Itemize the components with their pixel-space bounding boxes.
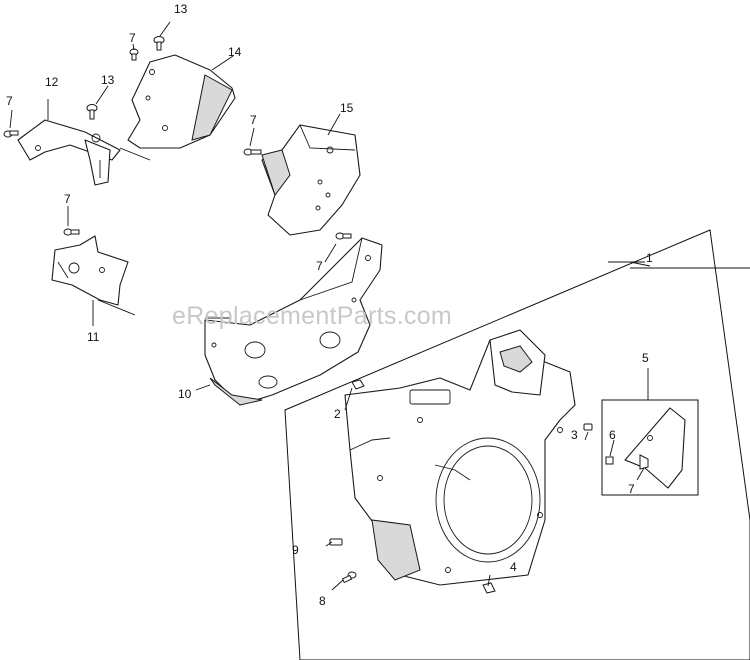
callout-7-left: 7	[6, 94, 13, 108]
callout-11: 11	[87, 330, 100, 344]
fastener-part-7-baffle	[335, 232, 352, 240]
fastener-part-13a	[153, 36, 165, 51]
cover-part-5	[624, 407, 686, 489]
clip-part-4	[482, 582, 496, 594]
bolt-part-8	[341, 571, 357, 584]
assembly-frame-5	[601, 399, 699, 496]
callout-4: 4	[510, 560, 517, 574]
callout-labels: 1 2 3 4 5 6 7 7 7 7 7 7 8 9 10 11 12 13 …	[6, 2, 653, 608]
fastener-part-7-left	[3, 130, 19, 138]
callout-12: 12	[45, 75, 59, 89]
nut-part-6	[605, 456, 614, 465]
callout-7-baffle: 7	[316, 259, 323, 273]
callout-8: 8	[319, 594, 326, 608]
fastener-part-7-bracket11	[63, 228, 80, 236]
screw-part-9	[329, 538, 343, 546]
callout-2: 2	[334, 407, 341, 421]
fastener-part-7-top	[129, 48, 139, 61]
callout-5: 5	[642, 351, 649, 365]
assembly-frame-1	[284, 229, 750, 660]
baffle-part-10	[204, 237, 383, 406]
fastener-part-13b	[86, 104, 98, 120]
screw-part-3	[583, 423, 593, 431]
callout-7-bracket11: 7	[64, 192, 71, 206]
callout-9: 9	[292, 543, 299, 557]
watermark-text: eReplacementParts.com	[172, 302, 452, 330]
callout-3: 3	[571, 428, 578, 442]
callout-7-top: 7	[129, 31, 136, 45]
callout-14: 14	[228, 45, 242, 59]
callout-1: 1	[646, 251, 653, 265]
bracket-part-12	[17, 119, 121, 186]
callout-7-mid: 7	[250, 113, 257, 127]
shroud-part-15	[261, 124, 361, 236]
callout-13-top: 13	[174, 2, 188, 16]
blower-housing-part-1	[344, 329, 576, 586]
callout-6: 6	[609, 428, 616, 442]
leader-lines	[9, 21, 750, 591]
callout-13-mid: 13	[101, 73, 115, 87]
clip-part-2	[351, 379, 365, 390]
bracket-part-11	[51, 235, 129, 306]
callout-10: 10	[178, 387, 192, 401]
bracket-part-14	[127, 54, 236, 149]
fastener-part-7-mid	[243, 148, 262, 156]
callout-7-cover: 7	[628, 482, 635, 496]
callout-15: 15	[340, 101, 354, 115]
